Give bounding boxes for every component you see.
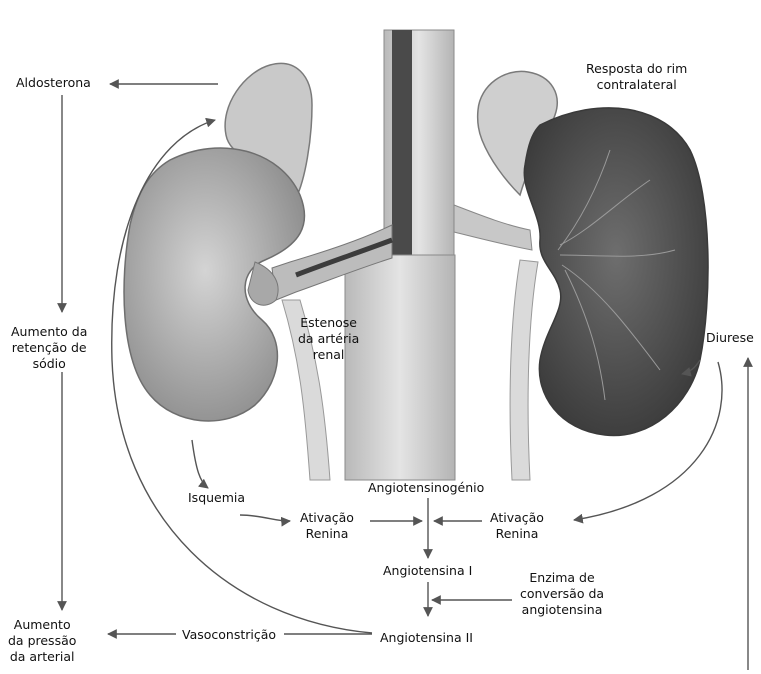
arrow-isquemia-to-ativacao (240, 515, 290, 521)
label-ativacao-renina-right: Ativação Renina (490, 510, 544, 542)
label-angiotensinogenio: Angiotensinogénio (368, 480, 484, 496)
label-aumento-pressao: Aumento da pressão da arterial (8, 617, 76, 665)
iliac-right (510, 260, 538, 480)
label-resposta-rim: Resposta do rim contralateral (586, 61, 687, 93)
label-isquemia: Isquemia (188, 490, 245, 506)
label-angiotensina-2: Angiotensina II (380, 630, 473, 646)
right-kidney-body (524, 108, 708, 436)
label-aumento-retencao: Aumento da retenção de sódio (11, 324, 87, 372)
label-diurese: Diurese (706, 330, 754, 346)
label-ativacao-renina-left: Ativação Renina (300, 510, 354, 542)
label-angiotensina-1: Angiotensina I (383, 563, 472, 579)
renal-vein-right (454, 205, 532, 250)
left-kidney (124, 63, 312, 421)
label-aldosterona: Aldosterona (16, 75, 91, 91)
aorta-lower (345, 255, 455, 480)
label-vasoconstricao: Vasoconstrição (182, 627, 276, 643)
arrow-kidney-to-isquemia (192, 440, 208, 488)
aorta-dark-core (392, 30, 412, 255)
label-estenose: Estenose da artéria renal (298, 315, 359, 363)
label-enzima: Enzima de conversão da angiotensina (520, 570, 604, 618)
